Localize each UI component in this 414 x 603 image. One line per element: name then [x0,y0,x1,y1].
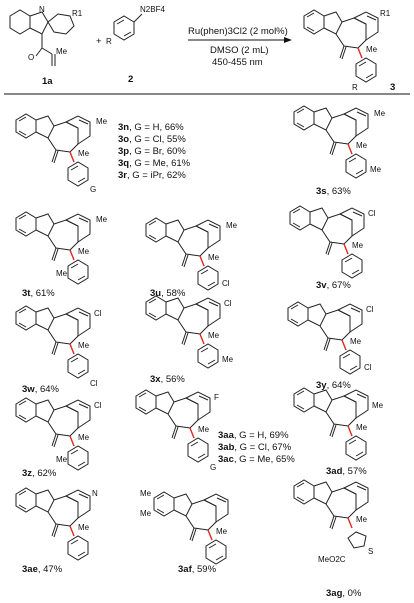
caption-row: 3o, G = Cl, 55% [118,134,186,145]
product-3u: Me Me Cl [145,217,238,291]
product-3ae: Me N [15,487,98,561]
cl-label: Cl [224,299,232,308]
me-label: Me [208,253,220,262]
me-label: Me [356,423,368,432]
compound-label-1a: 1a [42,76,53,87]
caption-3ae: 3ae, 47% [22,564,63,575]
me-label: Me [222,355,234,364]
caption-row: 3ac, G = Me, 65% [218,454,295,465]
cl-label: Cl [222,279,230,288]
caption-3s: 3s, 63% [316,186,351,197]
caption-3v: 3v, 67% [316,280,351,291]
caption-row: 3p, G = Br, 60% [118,146,186,157]
caption-3aa-3ac: 3aa, G = H, 69% 3ab, G = Cl, 67% 3ac, G … [218,430,295,465]
product-3aa-3ac: Me F G [135,389,219,472]
atom-o-1a: O [28,53,34,62]
me-label: Me [374,109,386,118]
product-3w: Me Cl Cl [15,305,102,388]
product-3n-3r: Me Me G [15,113,108,194]
me-label: Me [226,221,238,230]
catalyst-text: Ru(phen)3Cl2 (2 mol%) [188,26,288,37]
compound-label-3: 3 [390,82,395,93]
cl-label: Cl [94,401,102,410]
g-label: G [210,463,216,472]
caption-3w: 3w, 64% [22,384,60,395]
r1-label-3: R1 [380,9,391,18]
caption-3ad: 3ad, 57% [326,466,367,477]
product-3z: Me Cl Me [15,397,102,471]
me-label: Me [356,515,368,524]
product-3s: Me Me Me [293,105,386,179]
compound-label-2: 2 [128,74,133,85]
me-label: Me [56,269,68,278]
r-label-2: R [106,37,112,46]
product-3v: Me Cl [289,205,376,279]
me-label: Me [350,337,362,346]
light-text: 450-455 nm [212,57,263,68]
caption-row: 3aa, G = H, 69% [218,430,289,441]
me-label: Me [78,523,90,532]
structure-1a: N O Me R1 1a [9,5,83,87]
structure-2: N2BF4 R 2 [106,5,165,85]
me-label: Me [372,401,384,410]
product-3x: Me Cl Me [145,295,234,369]
cl-label: Cl [366,305,374,314]
caption-3ag: 3ag, 0% [326,588,362,599]
me-label: Me [96,117,108,126]
structure-3: R1 Me R 3 [303,9,395,93]
me-label: Me [208,331,220,340]
reaction-header: N O Me R1 1a + N2BF4 R 2 Ru(phen)3Cl2 (2… [4,5,410,95]
me-label: Me [352,241,364,250]
me-label: Me [78,341,90,350]
me-label: Me [78,433,90,442]
caption-row: 3n, G = H, 66% [118,122,184,133]
me-label: Me [140,509,152,518]
caption-3x: 3x, 56% [150,374,185,385]
product-3y: Me Cl Cl [287,301,374,375]
r-label-3: R [352,83,358,92]
cl-label: Cl [364,363,372,372]
s-label: S [368,547,373,556]
me-label-1a: Me [56,47,68,56]
me-label: Me [216,527,228,536]
cl-label: Cl [94,309,102,318]
ester-label: MeO2C [318,555,346,564]
g-label: G [90,185,96,194]
me-label: Me [140,489,152,498]
product-3t: Me Me Me [15,211,108,285]
cl-label: Cl [368,209,376,218]
reaction-arrow: Ru(phen)3Cl2 (2 mol%) DMSO (2 mL) 450-45… [188,26,292,68]
me-label: Me [78,149,90,158]
me-label: Me [356,141,368,150]
caption-row: 3r, G = iPr, 62% [118,170,186,181]
caption-3t: 3t, 61% [22,288,55,299]
solvent-text: DMSO (2 mL) [210,45,269,56]
product-3ad: Me Me [293,387,384,461]
me-label: Me [198,425,210,434]
me-label: Me [370,165,382,174]
caption-row: 3ab, G = Cl, 67% [218,442,292,453]
me-label: Me [78,247,90,256]
f-label: F [214,393,219,402]
n-label: N [92,489,98,498]
me-label: Me [96,215,108,224]
caption-row: 3q, G = Me, 61% [118,158,191,169]
me-label-3: Me [366,45,378,54]
caption-3af: 3af, 59% [178,564,217,575]
caption-3n-3r: 3n, G = H, 66% 3o, G = Cl, 55% 3p, G = B… [118,122,191,181]
product-3ag: Me S MeO2C [293,479,373,564]
me-label: Me [56,455,68,464]
cl-label: Cl [90,379,98,388]
atom-n-1a: N [39,5,45,14]
r1-label-1a: R1 [72,9,83,18]
caption-3z: 3z, 62% [22,468,57,479]
caption-3y: 3y, 64% [316,380,351,391]
diazonium-label: N2BF4 [140,5,165,14]
plus-sign: + [96,36,102,47]
product-3af: Me Me Me [140,489,229,565]
caption-3u: 3u, 58% [150,288,186,299]
